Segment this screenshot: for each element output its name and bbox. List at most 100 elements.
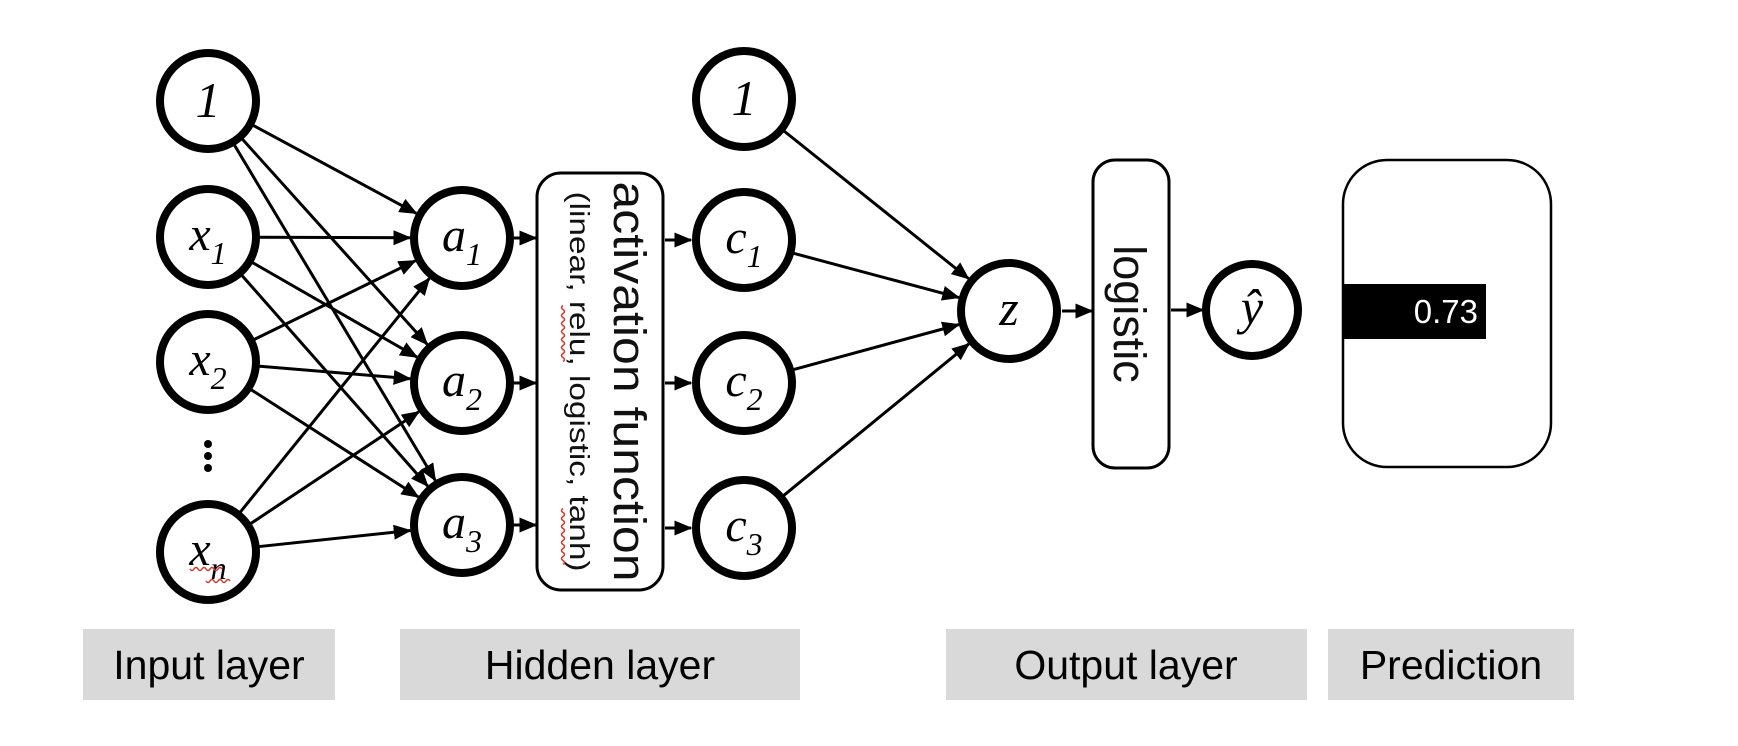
connection-arrow xyxy=(256,230,412,246)
node-circle xyxy=(692,188,796,292)
connections-layer xyxy=(231,122,1205,549)
connection-arrow xyxy=(780,342,970,499)
node-label: a3 xyxy=(442,496,482,559)
spellcheck-squiggle xyxy=(560,304,566,363)
node-label: a1 xyxy=(442,209,482,272)
activation-function-text-group: activation function (linear, relu, logis… xyxy=(560,182,655,582)
prediction-value: 0.73 xyxy=(1414,293,1478,330)
node-label-sub: 3 xyxy=(746,526,763,562)
legend-prediction: Prediction xyxy=(1328,629,1574,700)
connection-arrow xyxy=(239,136,429,346)
connection-arrow xyxy=(247,410,420,527)
node-label-main: x xyxy=(188,333,210,386)
node-label-sub: 2 xyxy=(747,381,763,417)
ellipsis-dot xyxy=(204,452,212,460)
node-label-main: x xyxy=(188,208,210,261)
connection-arrow xyxy=(256,524,412,549)
node-label-sub: 1 xyxy=(466,236,482,272)
node-label: a2 xyxy=(442,354,482,417)
node-a2: a2 xyxy=(410,331,514,435)
node-circle xyxy=(156,49,260,153)
node-label: c1 xyxy=(725,211,762,274)
legend-label: Input layer xyxy=(113,642,304,688)
logistic-rect xyxy=(1091,158,1171,470)
node-xn: xn xyxy=(156,500,260,604)
node-label: ŷ xyxy=(1236,279,1264,335)
node-c2: c2 xyxy=(692,331,796,435)
spellcheck-squiggles xyxy=(560,304,566,566)
node-label-sub: 2 xyxy=(211,360,227,396)
node-label-sub: 1 xyxy=(747,238,763,274)
node-label-main: x xyxy=(188,523,210,576)
legend-label: Output layer xyxy=(1014,642,1237,688)
node-circle xyxy=(957,259,1061,363)
node-label-main: a xyxy=(442,209,466,262)
node-label-sub: 2 xyxy=(466,381,482,417)
connection-arrow xyxy=(250,122,418,215)
activation-function-title: activation function xyxy=(604,182,655,582)
node-label: x2 xyxy=(188,333,226,396)
node-a3: a3 xyxy=(410,473,514,577)
node-circle xyxy=(1202,260,1302,360)
node-circle xyxy=(156,310,260,414)
logistic-text-group: logistic xyxy=(1104,245,1155,383)
node-label: 1 xyxy=(732,70,757,126)
legend-bg xyxy=(1328,629,1574,700)
node-label: c3 xyxy=(725,499,762,562)
activation-function-subtitle: (linear, relu, logistic, tanh) xyxy=(564,192,595,572)
node-circle xyxy=(692,47,796,151)
node-bias-input: 1 xyxy=(156,49,260,153)
node-label: 1 xyxy=(196,72,221,128)
node-label-main: c xyxy=(725,354,746,407)
spellcheck-squiggles xyxy=(189,566,231,584)
legend-bg xyxy=(400,629,800,700)
node-c1: c1 xyxy=(692,188,796,292)
node-bias-hidden: 1 xyxy=(692,47,796,151)
prediction-bar xyxy=(1343,284,1486,339)
legend-bg xyxy=(83,629,335,700)
ellipsis-dot xyxy=(204,440,212,448)
node-x1: x1 xyxy=(156,185,260,289)
logistic-title: logistic xyxy=(1104,245,1155,383)
node-x2: x2 xyxy=(156,310,260,414)
spellcheck-squiggle xyxy=(560,507,566,566)
connection-arrow xyxy=(249,260,419,359)
spellcheck-squiggle xyxy=(205,578,231,584)
node-label: c2 xyxy=(725,354,762,417)
node-circle xyxy=(410,186,514,290)
vertical-ellipsis-icon xyxy=(204,440,212,472)
node-label-main: a xyxy=(442,496,466,549)
logistic-box: logistic xyxy=(1091,158,1171,470)
node-label: z xyxy=(998,280,1018,336)
prediction-panel: 0.73 xyxy=(1341,158,1553,469)
connection-arrow xyxy=(248,387,420,499)
legend-bg xyxy=(946,629,1307,700)
activation-function-rect xyxy=(535,171,665,592)
legend-input-layer: Input layer xyxy=(83,629,335,700)
connection-arrow xyxy=(256,364,412,385)
spellcheck-squiggle xyxy=(189,566,223,572)
node-z: z xyxy=(957,259,1061,363)
node-label-sub: 3 xyxy=(465,523,482,559)
connection-arrow xyxy=(239,272,429,488)
connection-arrow xyxy=(237,277,431,515)
node-yhat: ŷ xyxy=(1202,260,1302,360)
node-label-main: a xyxy=(442,354,466,407)
connection-arrow xyxy=(231,142,437,482)
node-label: x1 xyxy=(188,208,226,271)
node-circle xyxy=(410,473,514,577)
node-label-sub: 1 xyxy=(211,235,227,271)
node-label-main: c xyxy=(725,211,746,264)
node-circle xyxy=(156,500,260,604)
connection-arrow xyxy=(781,128,970,280)
connection-arrow xyxy=(790,321,961,372)
node-circle xyxy=(692,476,796,580)
legend-hidden-layer: Hidden layer xyxy=(400,629,800,700)
ellipsis-dot xyxy=(204,464,212,472)
node-circle xyxy=(410,331,514,435)
connection-arrow xyxy=(251,259,417,342)
legend-label: Hidden layer xyxy=(485,642,715,688)
legend-output-layer: Output layer xyxy=(946,629,1307,700)
